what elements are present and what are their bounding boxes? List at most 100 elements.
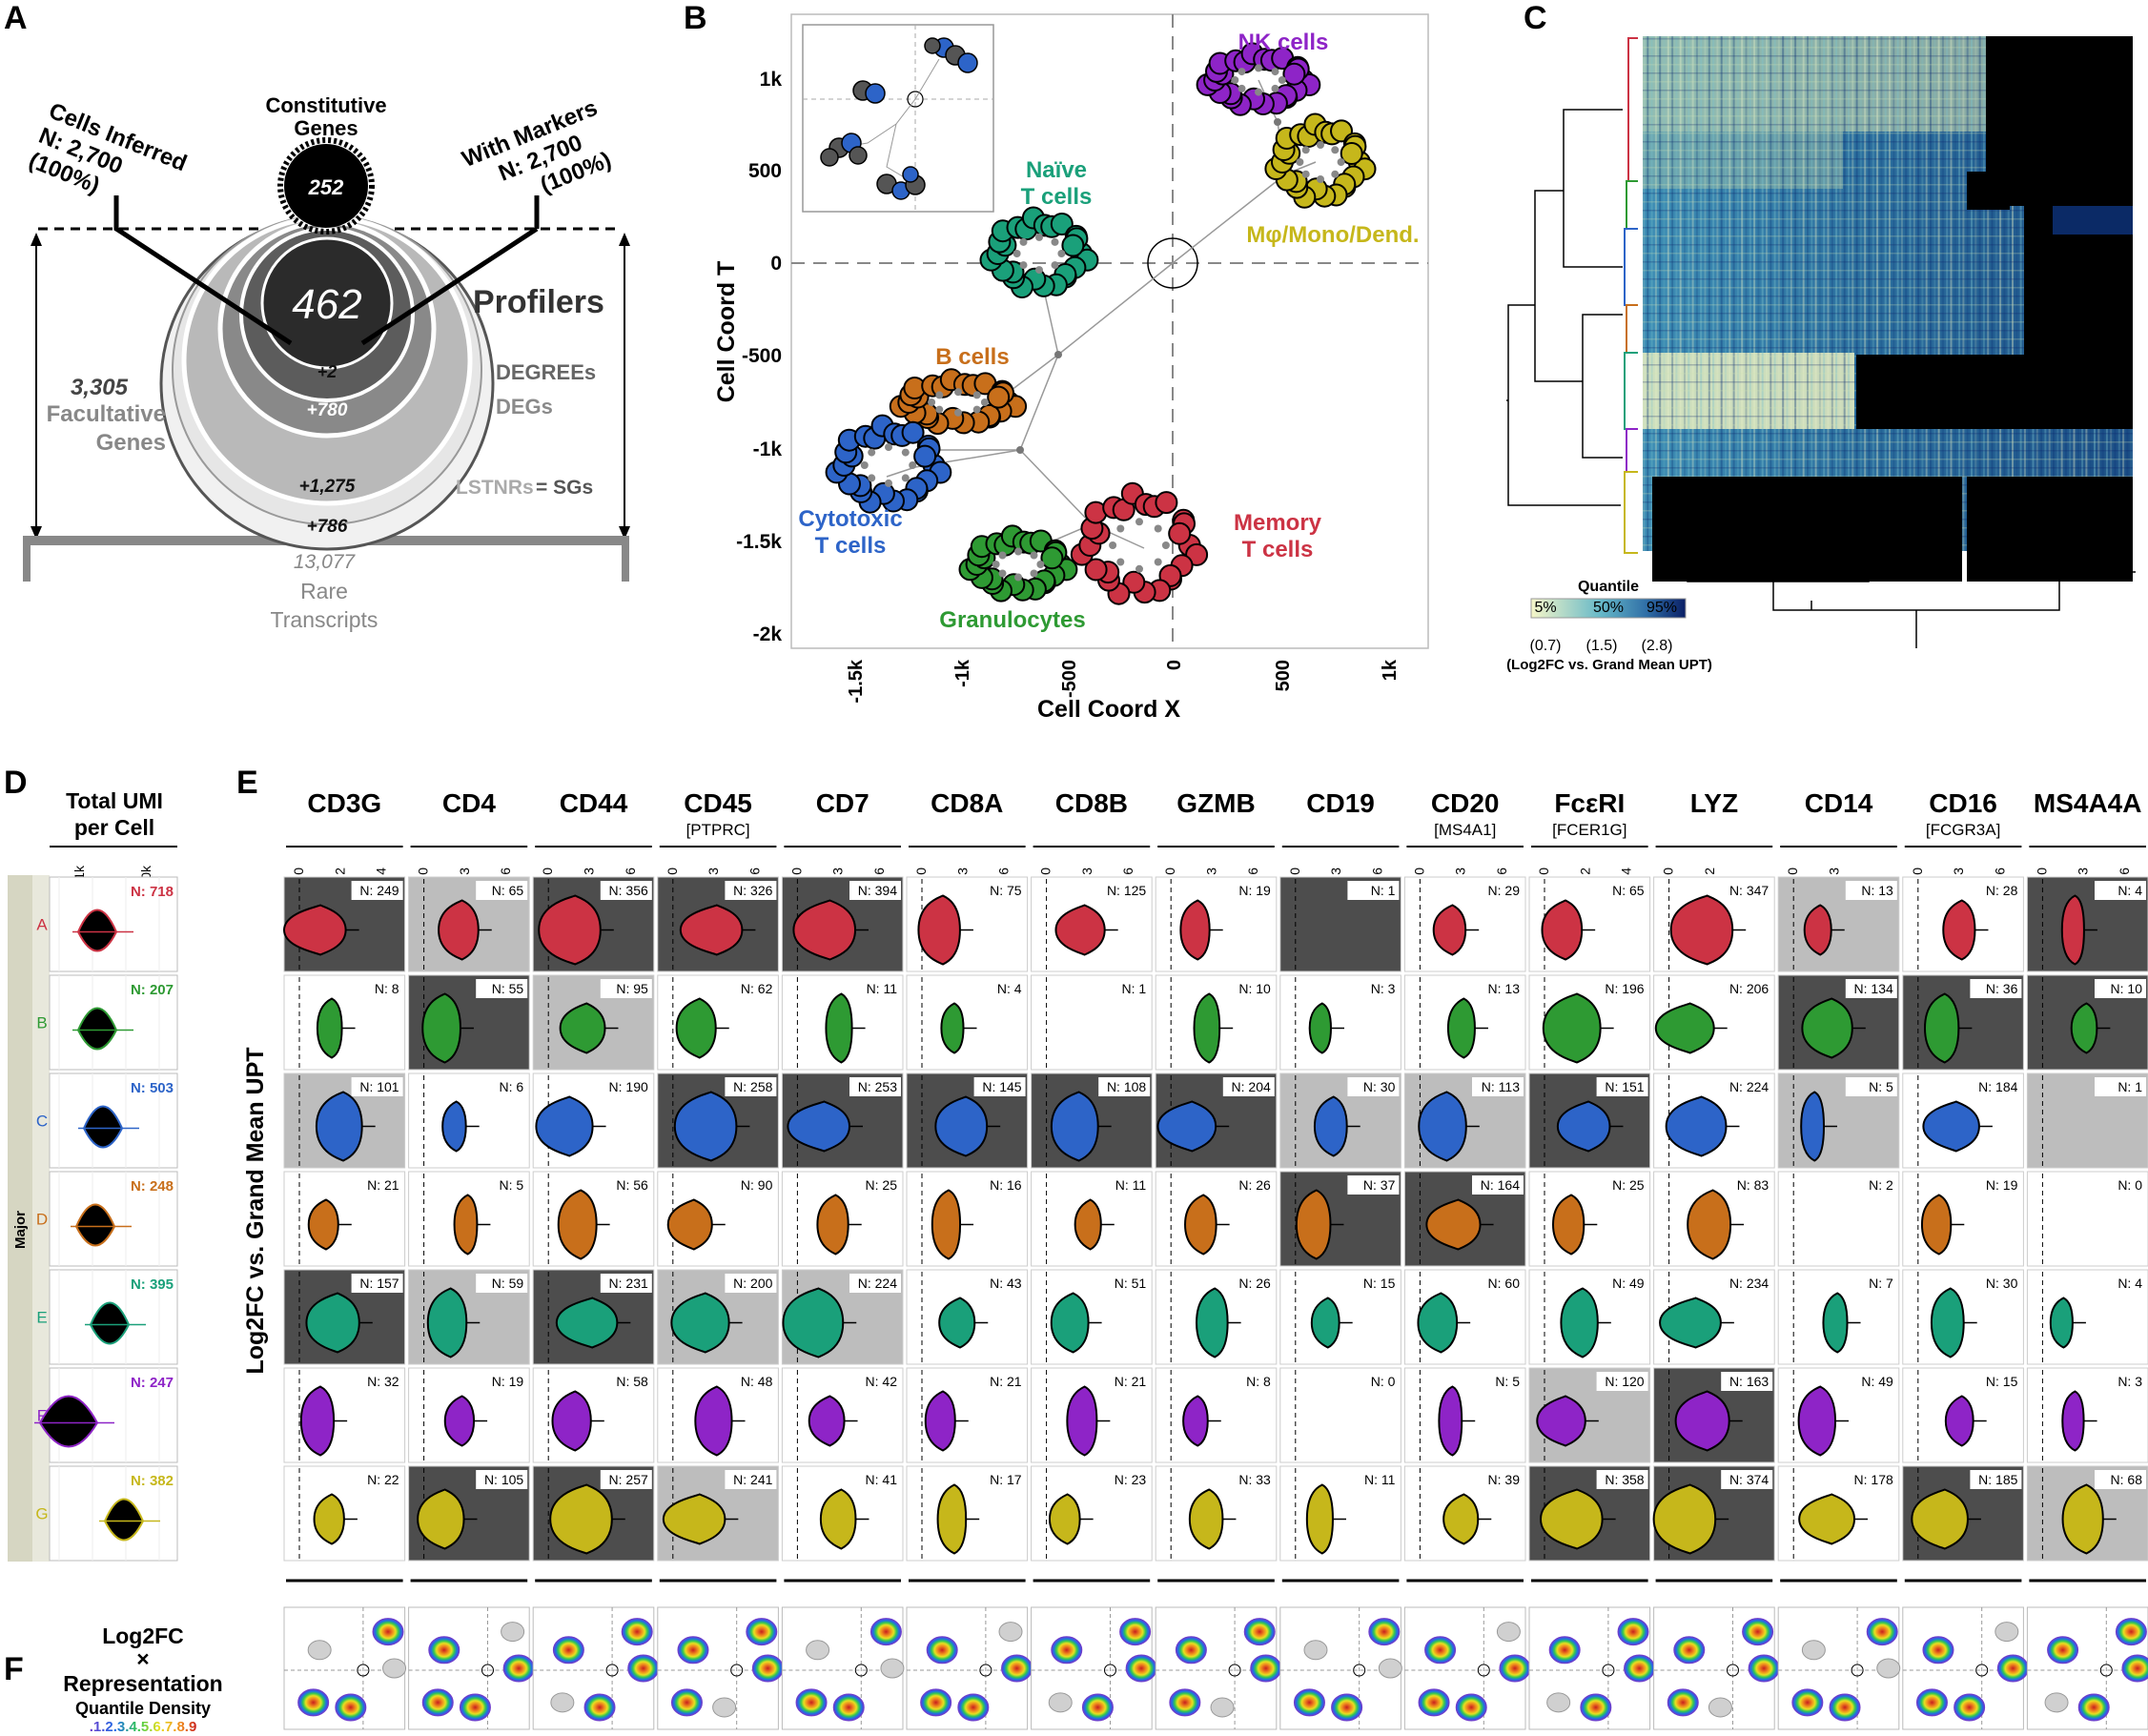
cell-bg xyxy=(2026,1171,2148,1267)
panel-c-heatmap: Quantile 5% 50% 95% (0.7) (1.5) (2.8) (L… xyxy=(1506,36,2136,673)
heatmap-column xyxy=(1810,36,1813,551)
violin-cell: N: 8 xyxy=(283,974,406,1071)
count-badge-bg xyxy=(351,881,403,900)
label-b-cells: B cells xyxy=(935,344,1009,370)
count-badge-bg xyxy=(1970,979,2022,998)
heatmap-column xyxy=(1880,36,1883,551)
count-badge: N: 113 xyxy=(1472,1077,1524,1096)
count-label: N: 234 xyxy=(1729,1276,1769,1291)
heatmap-column xyxy=(1695,36,1698,551)
violin xyxy=(2061,1390,2085,1452)
violin-cell: N: 113 xyxy=(1403,1072,1526,1169)
heatmap-column xyxy=(1892,36,1895,551)
count-label: N: 48 xyxy=(741,1374,773,1389)
violin xyxy=(934,1095,989,1157)
panel-b-tsne: 1k 500 0 -500 -1k -1.5k -2k -1.5k -1k -5… xyxy=(713,13,1429,723)
d-row-count: N: 718 xyxy=(131,884,174,900)
count-badge-bg xyxy=(476,1274,528,1293)
cell-point xyxy=(1040,546,1064,570)
heatmap-column xyxy=(1814,36,1817,551)
density-origin xyxy=(1851,1664,1864,1677)
density-map xyxy=(1777,1606,1901,1730)
heatmap-column xyxy=(1650,36,1653,551)
density-spot-inactive xyxy=(2044,1692,2069,1713)
count-badge: N: 4 xyxy=(2095,1274,2146,1293)
count-badge-bg xyxy=(1222,881,1275,900)
density-spot xyxy=(1996,1654,2029,1683)
density-spot-inactive xyxy=(382,1658,407,1679)
count-badge: N: 7 xyxy=(1845,1274,1897,1293)
count-label: N: 7 xyxy=(1869,1276,1893,1291)
heatmap-column xyxy=(1725,36,1727,551)
count-badge-bg xyxy=(600,881,652,900)
violin-cell: N: 42 xyxy=(781,1367,904,1463)
node-point xyxy=(901,474,910,482)
violin xyxy=(443,1395,476,1447)
count-badge-bg xyxy=(1845,881,1897,900)
heatmap-row xyxy=(1643,253,2133,255)
violin xyxy=(825,992,853,1064)
density-spot-inactive xyxy=(1496,1622,1521,1643)
count-label: N: 1 xyxy=(1122,981,1147,996)
node-point xyxy=(1035,266,1043,275)
heatmap-row xyxy=(1643,476,2133,478)
heatmap-row xyxy=(1643,81,2133,83)
gene-name: FcεRI xyxy=(1554,788,1625,818)
node-point xyxy=(1331,170,1340,178)
f-scale: .1.2.3.4.5.6.7.8.9 xyxy=(90,1719,197,1735)
heatmap-column xyxy=(1663,36,1666,551)
plus-1275: +1,275 xyxy=(299,477,356,497)
count-badge: N: 15 xyxy=(1970,1372,2022,1391)
constitutive-count: 252 xyxy=(308,175,344,199)
count-badge: N: 25 xyxy=(849,1175,901,1195)
count-badge-bg xyxy=(1970,1274,2022,1293)
gene-tick: 0 xyxy=(788,868,804,875)
gene-tick: 3 xyxy=(1328,868,1343,875)
count-badge-bg xyxy=(849,1372,901,1391)
heatmap-column xyxy=(1671,36,1674,551)
count-label: N: 10 xyxy=(2111,981,2143,996)
label-nk-cells: NK cells xyxy=(1238,30,1329,55)
violin xyxy=(924,1390,956,1452)
violin-cell: N: 163 xyxy=(1653,1367,1775,1463)
violin-cell: N: 356 xyxy=(532,876,655,972)
heatmap-column xyxy=(1843,36,1846,551)
count-badge-bg xyxy=(1721,1175,1773,1195)
density-spot-inactive xyxy=(1995,1622,2019,1643)
violin xyxy=(1305,1483,1334,1555)
count-label: N: 26 xyxy=(1238,1177,1271,1193)
density-spot-inactive xyxy=(880,1658,905,1679)
density-spot xyxy=(1125,1654,1157,1683)
count-badge: N: 13 xyxy=(1845,881,1897,900)
violin-cell: N: 7 xyxy=(1777,1269,1900,1365)
violin-cell: N: 25 xyxy=(1528,1171,1651,1267)
d-row: EN: 395 xyxy=(36,1269,178,1365)
violin xyxy=(453,1194,479,1256)
violin-cell: N: 65 xyxy=(408,876,530,972)
cluster-blobs xyxy=(825,42,1377,605)
heatmap-column xyxy=(1921,36,1924,551)
violin-cell: N: 75 xyxy=(906,876,1029,972)
violin-cell: N: 157 xyxy=(283,1269,406,1365)
f-subtitle: Quantile Density xyxy=(75,1699,211,1718)
density-spot-inactive xyxy=(1303,1640,1328,1661)
density-map xyxy=(1528,1606,1656,1730)
heatmap-column xyxy=(1872,36,1874,551)
count-label: N: 151 xyxy=(1605,1079,1644,1094)
density-origin xyxy=(1602,1664,1615,1677)
count-badge: N: 4 xyxy=(973,979,1026,998)
count-badge: N: 241 xyxy=(725,1470,777,1489)
violin-cell: N: 178 xyxy=(1777,1465,1900,1562)
count-label: N: 1 xyxy=(1371,883,1396,898)
label-granulocytes: Granulocytes xyxy=(939,607,1085,633)
node-point xyxy=(1051,237,1059,246)
label-naive-2: T cells xyxy=(1021,184,1093,210)
density-spot xyxy=(428,1636,460,1665)
heatmap-column xyxy=(1896,36,1899,551)
density-spot xyxy=(552,1636,584,1665)
violin-cell: N: 83 xyxy=(1653,1171,1775,1267)
node-point xyxy=(972,405,981,414)
violin-cell: N: 241 xyxy=(657,1465,779,1562)
count-badge: N: 374 xyxy=(1721,1470,1773,1489)
count-badge-bg xyxy=(476,1077,528,1096)
